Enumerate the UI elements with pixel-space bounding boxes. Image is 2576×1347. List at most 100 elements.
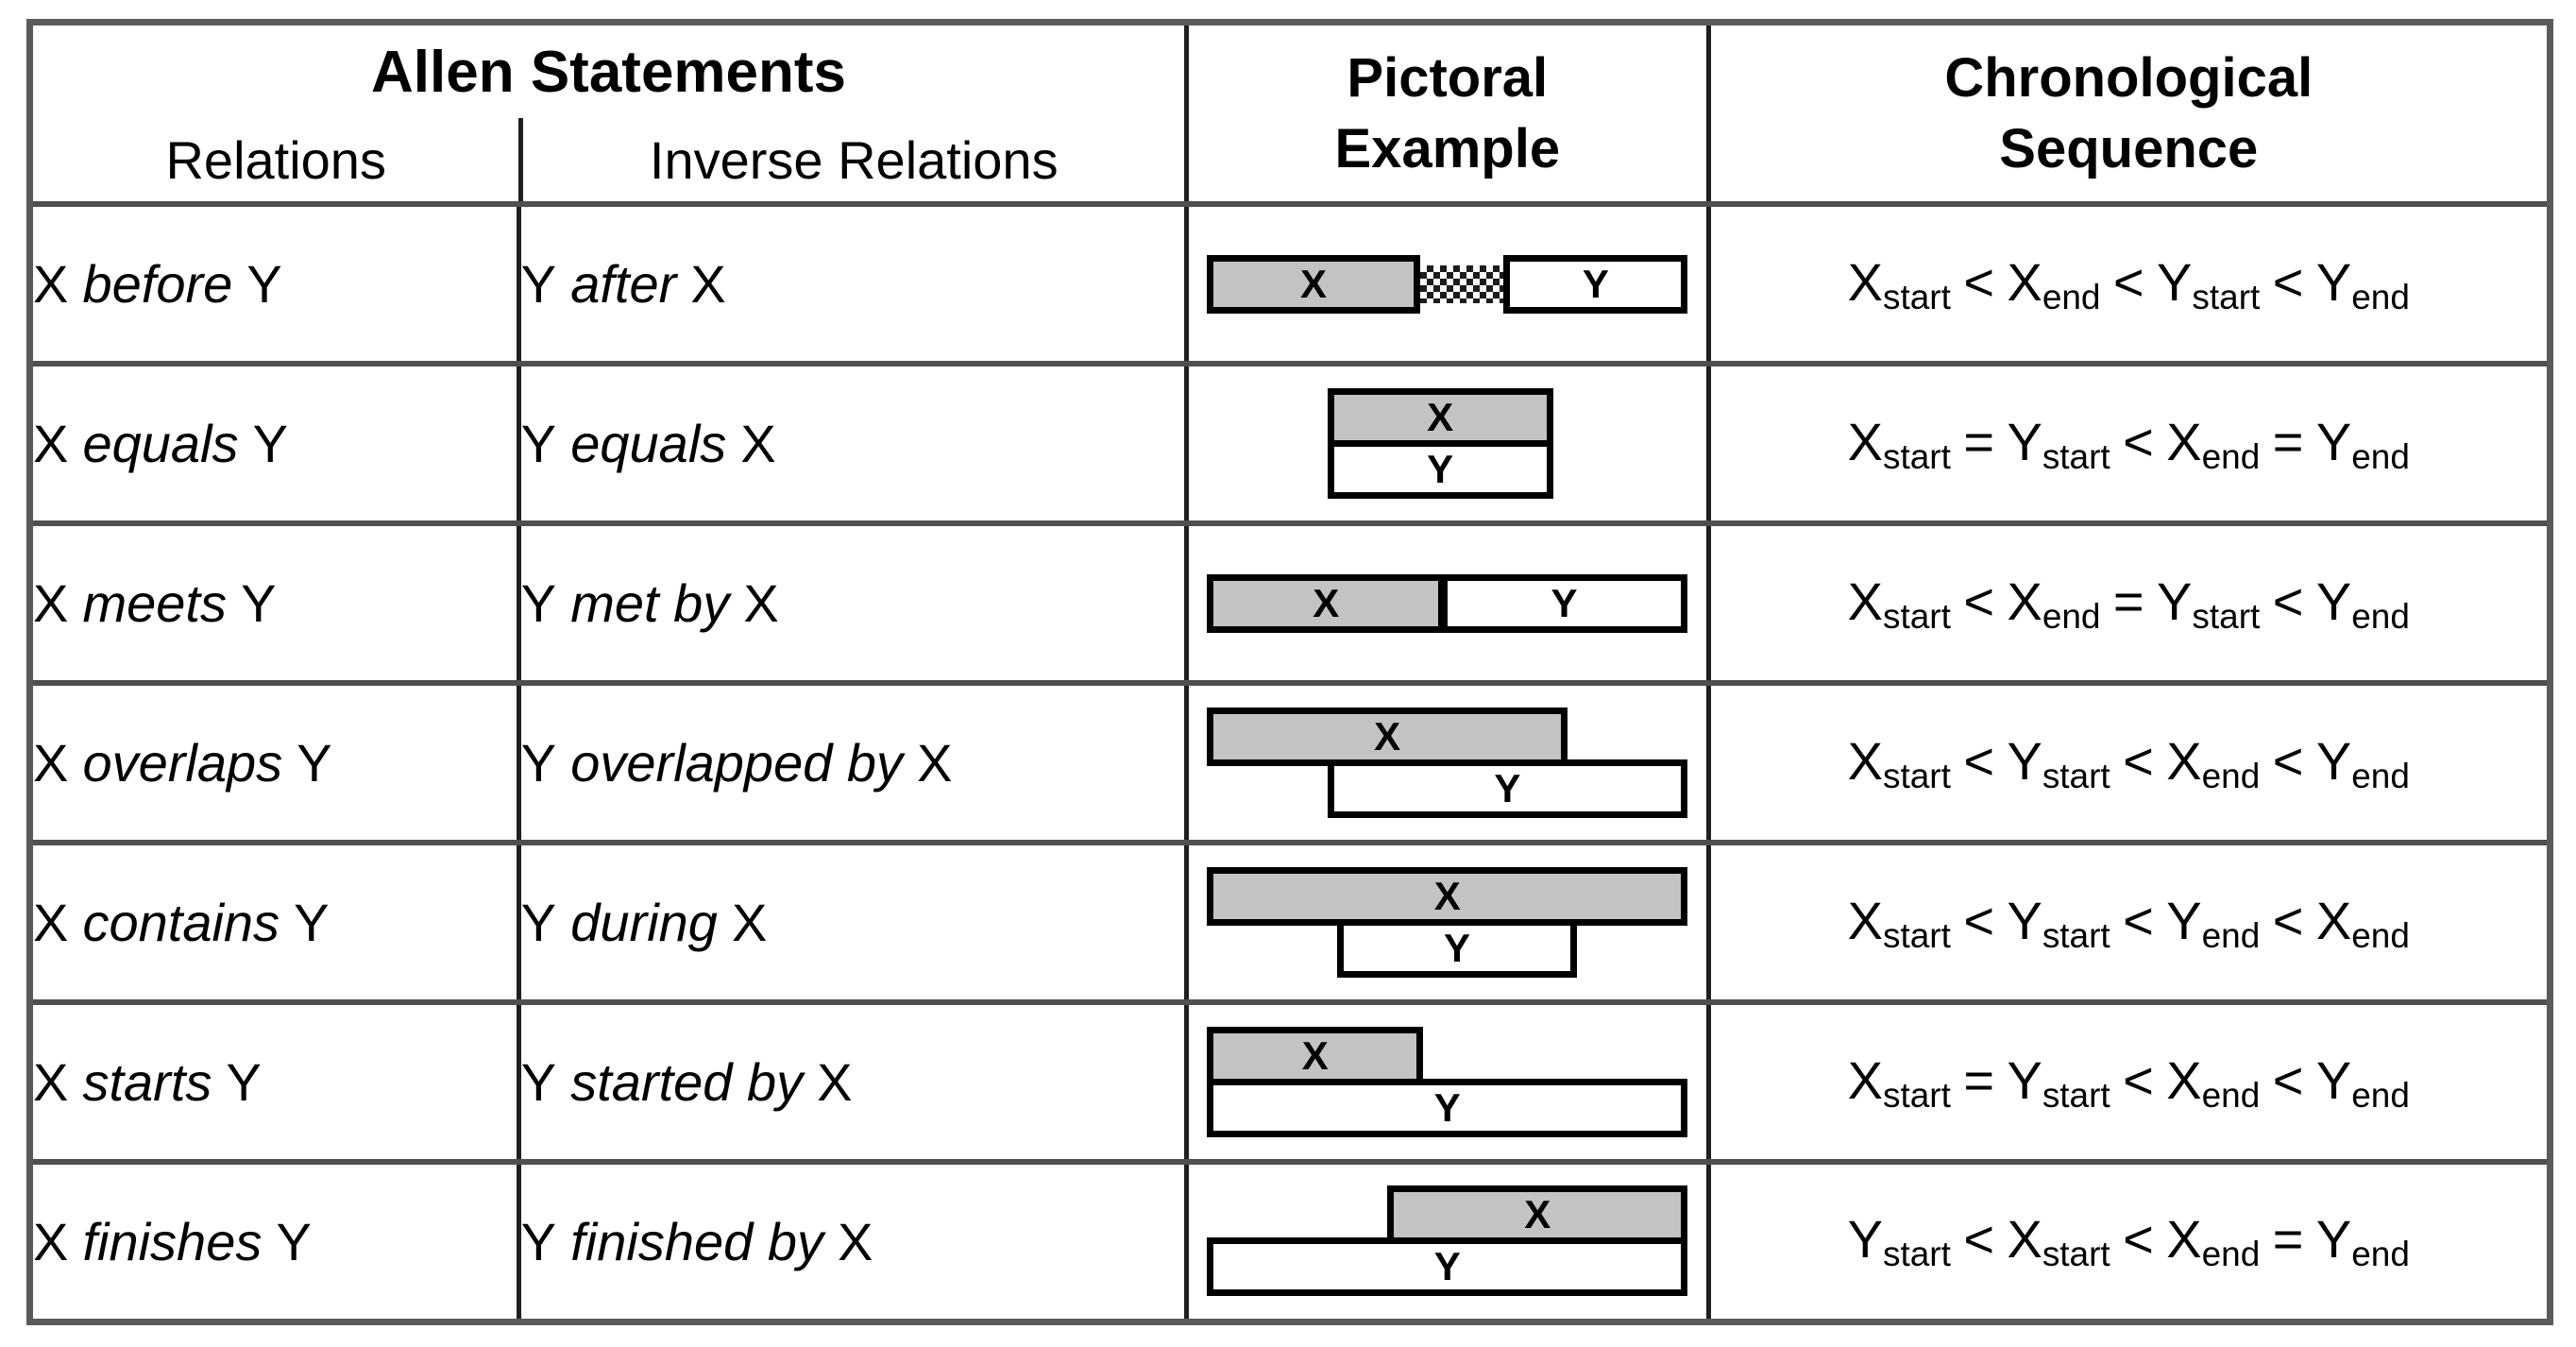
sequence-operator: <: [1963, 1209, 1995, 1270]
relation-subject: X: [33, 414, 69, 473]
interval-box-label: X: [1301, 1032, 1329, 1078]
interval-box-label: Y: [1582, 261, 1609, 306]
relation-object: Y: [276, 1211, 312, 1271]
relation-verb: meets: [82, 573, 227, 633]
sub-header-row: Relations Inverse Relations: [33, 118, 1184, 201]
relation-verb: starts: [82, 1052, 212, 1112]
interval-box-label: Y: [1427, 446, 1454, 491]
chronological-sequence-cell: Xstart<Xend=Ystart<Yend: [1705, 520, 2553, 686]
chronological-sequence-cell: Xstart<Ystart<Yend<Xend: [1705, 840, 2553, 1005]
sequence-term: Ystart: [2157, 571, 2261, 636]
chronological-header-line1: Chronological: [1944, 46, 2313, 109]
inverse-verb: equals: [570, 414, 727, 473]
sequence-expression: Xstart=Ystart<Xend<Yend: [1848, 1049, 2410, 1115]
header-pictoral-example: Pictoral Example: [1184, 19, 1711, 207]
relation-object: Y: [297, 733, 332, 793]
interval-box-x: X: [1207, 707, 1568, 766]
sequence-term: Yend: [2315, 1209, 2410, 1274]
inverse-object: X: [732, 893, 768, 952]
sequence-term: Xend: [2166, 1049, 2261, 1115]
sequence-term: Xstart: [2007, 1209, 2110, 1274]
interval-box-label: X: [1427, 394, 1454, 439]
header-inverse-relations: Inverse Relations: [518, 118, 1184, 201]
inverse-verb: met by: [570, 573, 730, 633]
interval-box-x: X: [1387, 1185, 1688, 1245]
interval-box-label: X: [1433, 873, 1461, 918]
sequence-term: Xend: [2315, 890, 2410, 955]
interval-box-x: X: [1207, 1026, 1424, 1085]
sequence-operator: <: [1963, 251, 1995, 312]
sequence-term: Xend: [2007, 571, 2101, 636]
sequence-term: Ystart: [2007, 890, 2110, 955]
sequence-term: Ystart: [2157, 251, 2261, 316]
relation-subject: X: [33, 1211, 69, 1271]
relation-object: Y: [246, 254, 282, 314]
header-allen-statements: Allen Statements Relations Inverse Relat…: [26, 19, 1190, 207]
relation-subject: X: [33, 893, 69, 952]
sequence-term: Ystart: [2007, 730, 2110, 795]
sequence-operator: <: [2123, 1209, 2154, 1270]
sequence-term: Xend: [2007, 251, 2101, 316]
interval-box-label: Y: [1443, 925, 1470, 970]
sequence-term: Xend: [2166, 730, 2261, 795]
sequence-operator: <: [2123, 890, 2154, 950]
sequence-expression: Ystart<Xstart<Xend=Yend: [1848, 1209, 2410, 1273]
sequence-term: Ystart: [2007, 411, 2110, 476]
sequence-term: Xstart: [1847, 251, 1951, 316]
sequence-term: Ystart: [2007, 1049, 2110, 1115]
inverse-verb: after: [570, 254, 677, 314]
interval-box-y: Y: [1327, 759, 1688, 818]
sequence-operator: <: [2272, 730, 2304, 791]
sequence-term: Yend: [2315, 571, 2410, 636]
sequence-term: Xstart: [1847, 890, 1951, 955]
inverse-verb: during: [570, 893, 718, 952]
sequence-term: Yend: [2315, 251, 2410, 316]
sequence-expression: Xstart=Ystart<Xend=Yend: [1848, 411, 2410, 476]
relation-verb: contains: [82, 893, 280, 952]
interval-box-x: X: [1207, 573, 1446, 633]
sequence-term: Yend: [2166, 890, 2261, 955]
inverse-subject: Y: [520, 414, 557, 473]
chronological-sequence-cell: Xstart<Ystart<Xend<Yend: [1705, 680, 2553, 845]
sequence-operator: <: [2272, 1049, 2304, 1110]
sequence-operator: =: [2272, 411, 2304, 471]
sequence-term: Xstart: [1847, 730, 1951, 795]
gap-hatch-pattern: [1419, 264, 1504, 303]
header-chronological-sequence: Chronological Sequence: [1705, 19, 2553, 207]
sequence-operator: =: [2112, 571, 2144, 631]
inverse-subject: Y: [520, 573, 557, 633]
allen-statements-title: Allen Statements: [371, 39, 847, 105]
interval-box-y: Y: [1207, 1237, 1688, 1297]
interval-box-label: Y: [1433, 1084, 1461, 1130]
interval-box-label: Y: [1494, 765, 1521, 810]
pictoral-header-line1: Pictoral: [1347, 46, 1549, 109]
relation-verb: finishes: [82, 1211, 263, 1271]
